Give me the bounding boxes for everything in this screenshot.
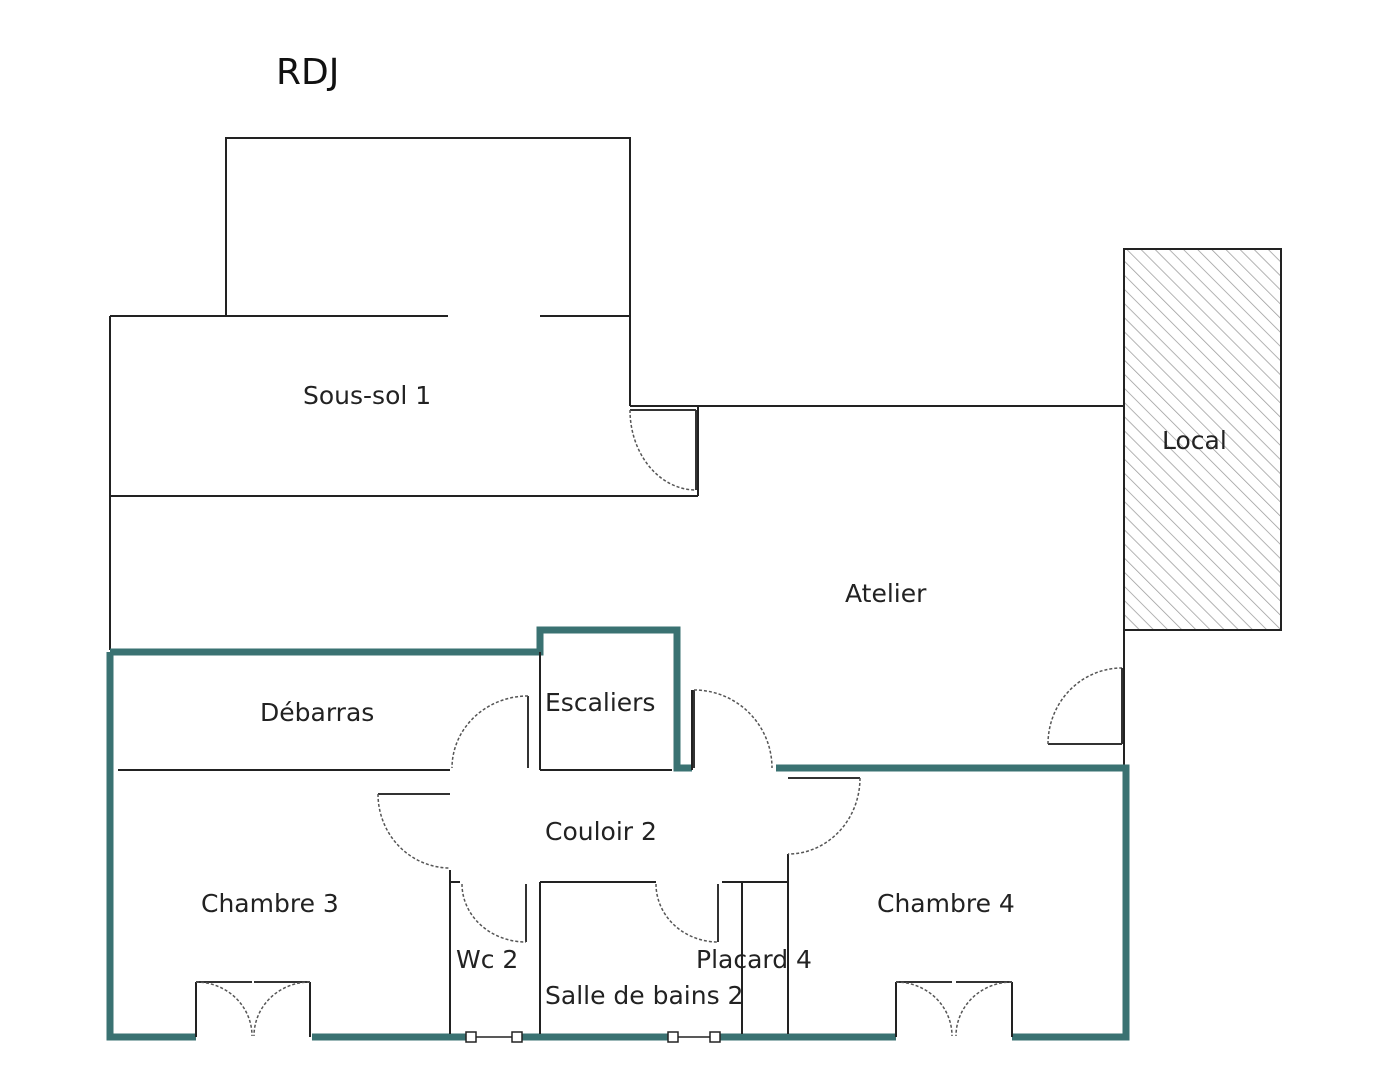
door-wc: [461, 883, 527, 943]
door-chambre4: [787, 777, 861, 855]
interior-walls: [118, 652, 789, 1034]
label-wc: Wc 2: [456, 945, 518, 974]
upper-annex-walls: [225, 137, 631, 406]
window-chambre4: [895, 981, 1013, 1037]
plan-title: RDJ: [276, 52, 339, 93]
label-debarras: Débarras: [260, 698, 374, 727]
label-sous-sol: Sous-sol 1: [303, 381, 431, 410]
label-placard: Placard 4: [696, 945, 812, 974]
door-escaliers: [693, 689, 773, 769]
label-chambre4: Chambre 4: [877, 889, 1015, 918]
window-sdb: [667, 1031, 721, 1043]
label-chambre3: Chambre 3: [201, 889, 339, 918]
door-sdb: [655, 883, 719, 943]
door-atelier: [1047, 667, 1123, 745]
label-escaliers: Escaliers: [545, 688, 655, 717]
door-chambre3: [377, 793, 451, 869]
window-wc: [465, 1031, 523, 1043]
local-area: [1123, 248, 1282, 631]
label-local: Local: [1162, 426, 1227, 455]
label-couloir: Couloir 2: [545, 817, 657, 846]
private-zone-outline: [106, 626, 1130, 1041]
door-debarras: [451, 695, 529, 769]
label-atelier: Atelier: [845, 579, 927, 608]
label-sdb: Salle de bains 2: [545, 981, 743, 1010]
sous-sol-walls: [109, 315, 1124, 650]
door-sous-sol: [629, 409, 697, 491]
window-chambre3: [195, 981, 311, 1037]
